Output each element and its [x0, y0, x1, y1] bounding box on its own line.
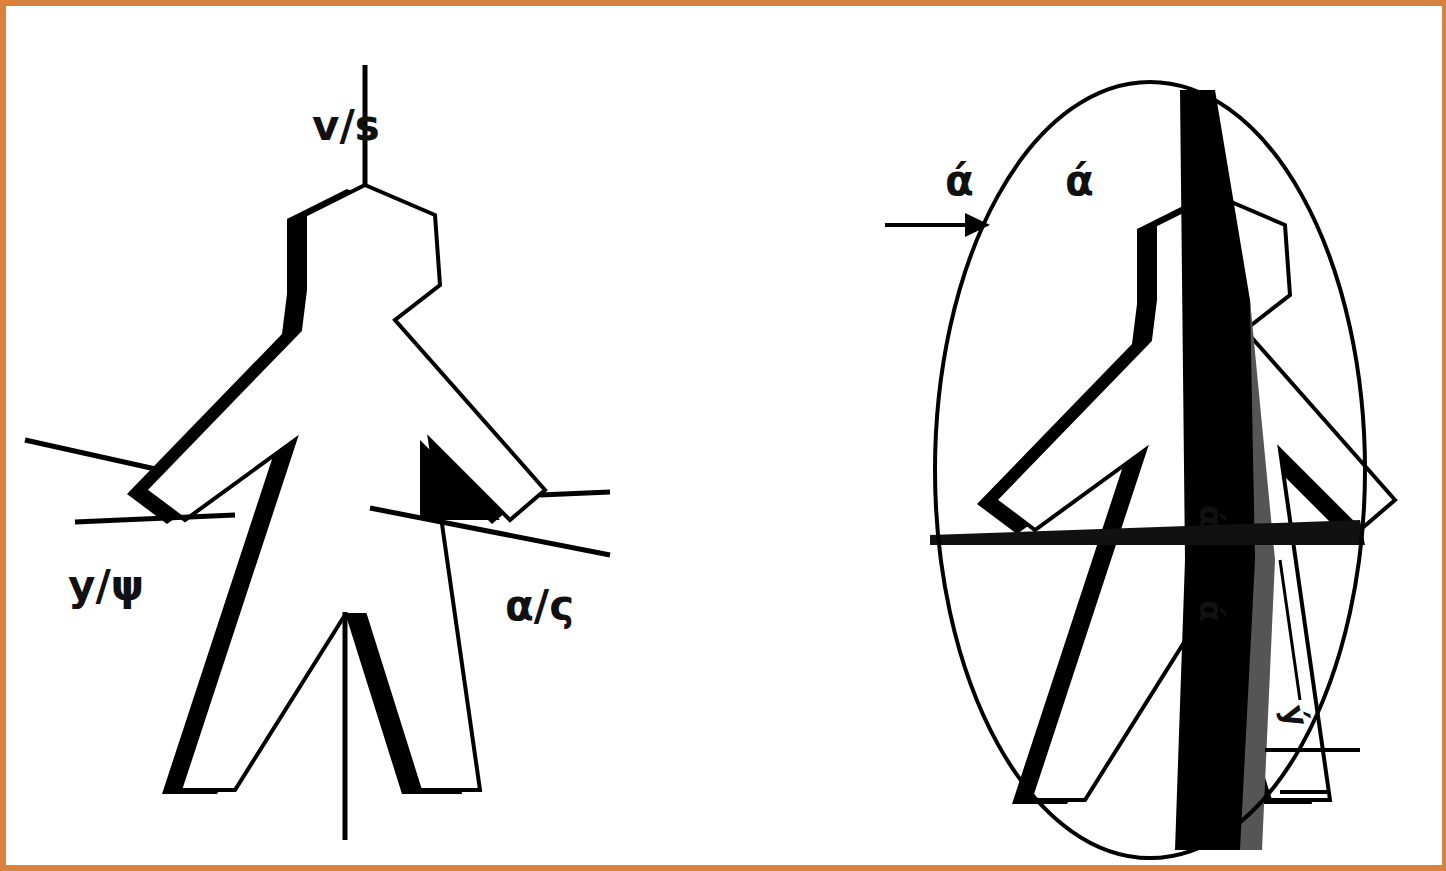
right-figure — [885, 82, 1395, 858]
axis-label: α/ς — [505, 585, 574, 627]
axis-label: y/ψ — [68, 565, 144, 607]
axis-label: ά — [1195, 600, 1227, 622]
axis-label: v/s — [312, 105, 380, 147]
axis-label: ά — [1065, 160, 1094, 202]
axis-label: ά — [1195, 505, 1227, 527]
left-figure — [25, 65, 610, 840]
axis-label: ά — [945, 160, 974, 202]
